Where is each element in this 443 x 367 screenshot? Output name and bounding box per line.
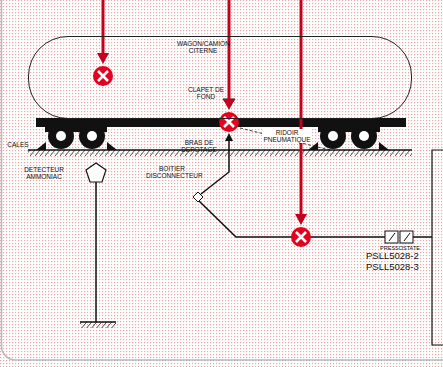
- part-label: BOITIER DISCONNECTEUR: [146, 165, 198, 179]
- red-arrow: [97, 0, 307, 225]
- leader-line: [240, 128, 330, 150]
- ground-hatch: [80, 322, 116, 328]
- rail: [28, 149, 412, 151]
- disconnector-diamond: [193, 192, 203, 202]
- cable: [199, 201, 385, 237]
- panel-edge: [432, 150, 443, 345]
- part-label: DETECTEUR AMMONIAC: [18, 166, 70, 180]
- part-label: RIDOIR PNEUMATIQUE: [262, 129, 312, 143]
- signal-name: PSLL5028-2: [366, 251, 430, 261]
- pressure-switch: [385, 231, 413, 243]
- part-label: BRAS DE DEPOTAGE: [176, 139, 222, 153]
- detector-pentagon: [86, 163, 106, 182]
- signal-name: PSLL5028-3: [366, 262, 430, 272]
- tank-label: WAGON/CAMION CITERNE: [177, 40, 229, 54]
- valve-label: CLAPET DE FOND: [188, 86, 224, 100]
- arm-head: [225, 133, 233, 141]
- detector-post: [95, 182, 97, 322]
- red-x-marker: [93, 66, 311, 247]
- cable: [413, 236, 432, 238]
- tank-outline: WAGON/CAMION CITERNE: [28, 36, 412, 119]
- ground-line: [80, 321, 116, 323]
- frame: [2, 0, 443, 360]
- part-label: CALES: [4, 141, 32, 148]
- ground-hatch: [28, 150, 412, 156]
